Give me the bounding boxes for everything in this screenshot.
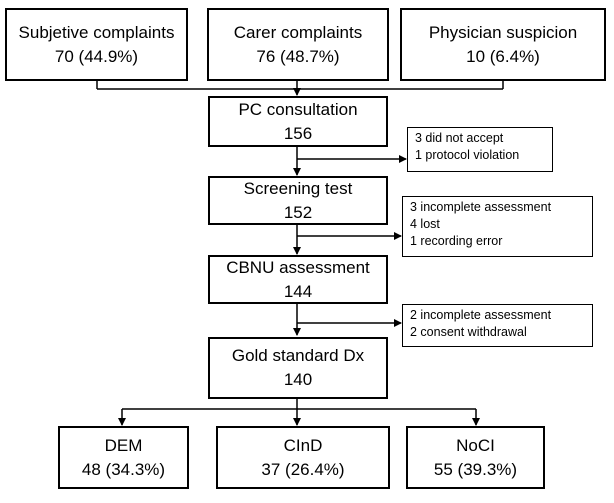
outcome-title: CInD [283, 435, 323, 455]
source-value: 10 (6.4%) [466, 46, 540, 66]
step-value: 140 [283, 370, 313, 389]
source-value: 76 (48.7%) [256, 46, 340, 66]
source-carer-complaints: Carer complaints 76 (48.7%) [207, 8, 389, 81]
source-value: 70 (44.9%) [54, 46, 139, 66]
source-title: Carer complaints [233, 22, 363, 42]
outcome-value: 48 (34.3%) [81, 459, 166, 479]
outcome-noci: NoCI 55 (39.3%) [406, 426, 545, 489]
source-physician-suspicion: Physician suspicion 10 (6.4%) [400, 8, 606, 81]
outcome-title: DEM [104, 435, 143, 455]
step-pc-consultation: PC consultation 156 [208, 96, 388, 147]
step-title: CBNU assessment [226, 257, 370, 277]
exclusion-line: 2 incomplete assessment [410, 308, 552, 322]
outcome-title: NoCI [456, 435, 495, 455]
exclusion-note-2: 3 incomplete assessment 4 lost 1 recordi… [402, 196, 593, 257]
exclusion-line: 1 recording error [410, 234, 503, 248]
exclusion-note-3: 2 incomplete assessment 2 consent withdr… [402, 304, 593, 347]
exclusion-line: 4 lost [410, 217, 440, 231]
step-value: 152 [283, 202, 313, 222]
exclusion-note-1: 3 did not accept 1 protocol violation [407, 127, 553, 172]
step-title: Screening test [243, 178, 353, 198]
outcome-value: 37 (26.4%) [261, 459, 345, 479]
exclusion-line: 2 consent withdrawal [410, 325, 527, 339]
step-screening-test: Screening test 152 [208, 176, 388, 225]
step-value: 156 [283, 123, 313, 143]
outcome-value: 55 (39.3%) [433, 459, 518, 479]
outcome-dem: DEM 48 (34.3%) [58, 426, 189, 489]
outcome-cind: CInD 37 (26.4%) [216, 426, 390, 489]
step-title: PC consultation [238, 99, 358, 119]
source-subjective-complaints: Subjetive complaints 70 (44.9%) [5, 8, 188, 81]
step-title: Gold standard Dx [231, 346, 365, 365]
step-cbnu-assessment: CBNU assessment 144 [208, 255, 388, 304]
step-gold-standard-dx: Gold standard Dx 140 [208, 337, 388, 399]
source-title: Subjetive complaints [18, 22, 175, 42]
exclusion-line: 1 protocol violation [415, 148, 520, 162]
exclusion-line: 3 incomplete assessment [410, 200, 552, 214]
exclusion-line: 3 did not accept [415, 131, 504, 145]
source-title: Physician suspicion [428, 22, 578, 42]
step-value: 144 [283, 281, 313, 301]
